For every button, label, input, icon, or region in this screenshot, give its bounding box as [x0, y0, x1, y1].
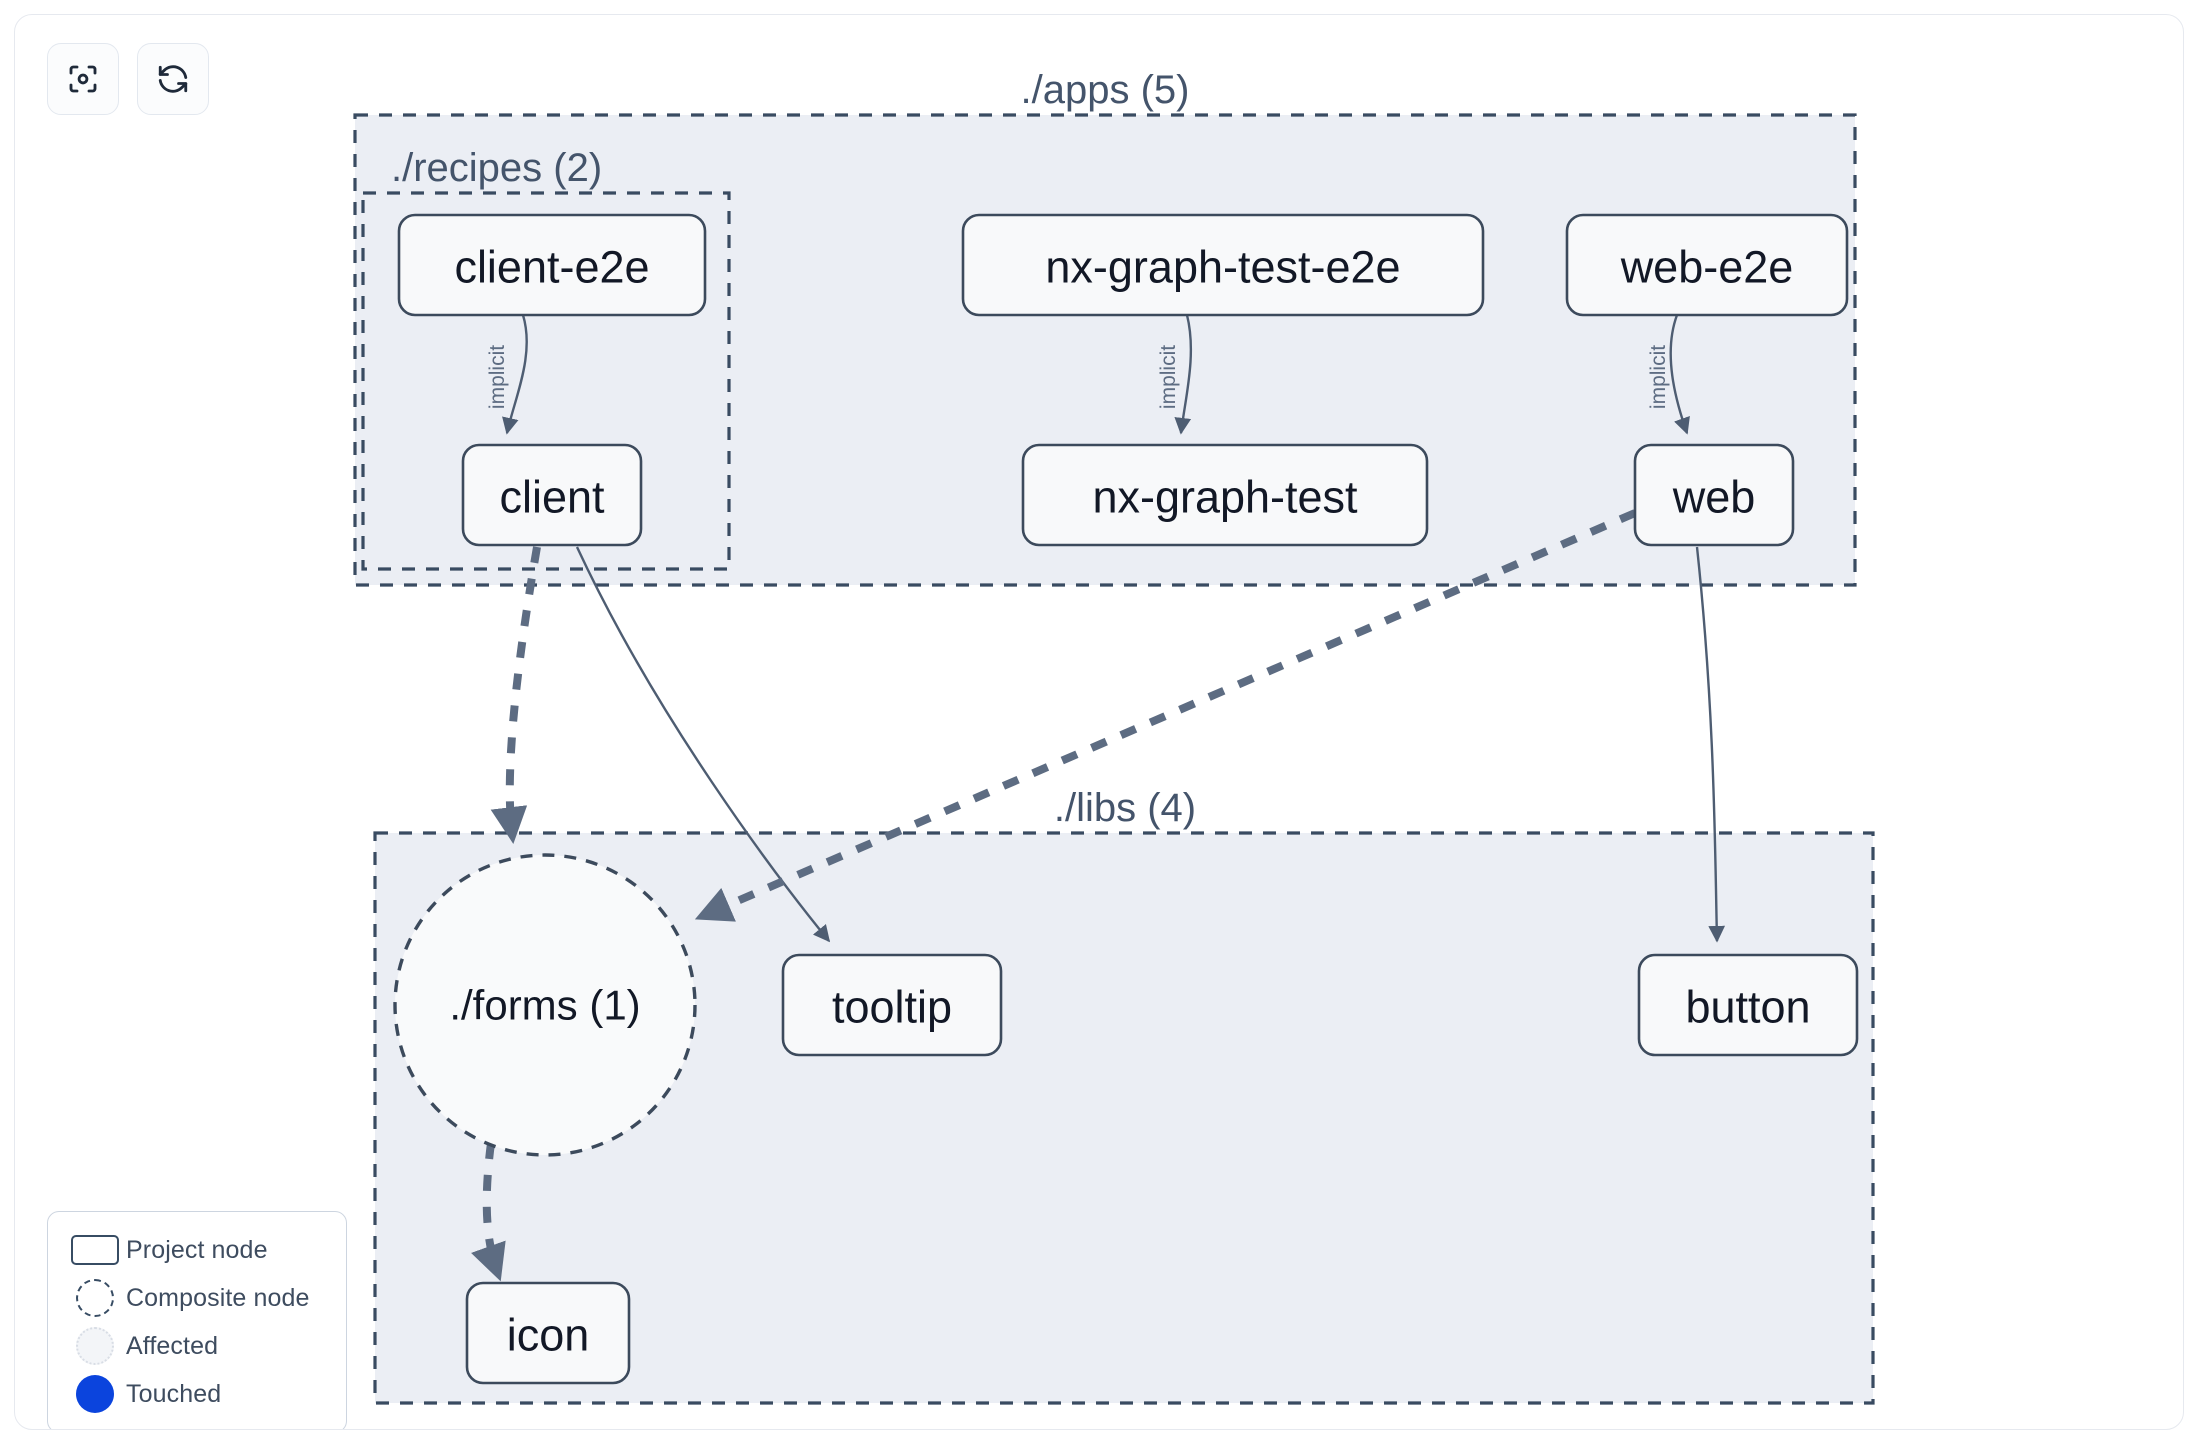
- node-label: nx-graph-test-e2e: [1045, 242, 1400, 293]
- legend-item-affected: Affected: [64, 1322, 328, 1370]
- group-recipes-label: ./recipes (2): [391, 146, 602, 190]
- node-shape: [397, 213, 707, 317]
- node-web-e2e[interactable]: web-e2e: [1565, 213, 1849, 317]
- focus-target-icon: [69, 65, 97, 93]
- node-label: button: [1685, 982, 1810, 1033]
- edge-path: [575, 546, 831, 943]
- edge-path: [490, 546, 541, 844]
- node-label: client: [499, 472, 605, 523]
- node-client-e2e[interactable]: client-e2e: [397, 213, 707, 317]
- legend-label: Touched: [126, 1379, 222, 1408]
- edge-path: [1695, 546, 1726, 943]
- focus-graph-button[interactable]: [47, 43, 119, 115]
- node-shape: [1633, 443, 1795, 547]
- legend-label: Composite node: [126, 1283, 310, 1312]
- edge-web-to-button[interactable]: [1695, 546, 1726, 943]
- edge-path: [1669, 314, 1690, 435]
- graph-legend: Project node Composite node Affected Tou…: [47, 1211, 347, 1429]
- node-shape: [1565, 213, 1849, 317]
- edge-path: [502, 314, 528, 435]
- node-label: nx-graph-test: [1092, 472, 1358, 523]
- edge-label-implicit: implicit: [486, 345, 509, 409]
- edge-client-to-forms[interactable]: [490, 546, 541, 844]
- legend-item-composite-node: Composite node: [64, 1274, 328, 1322]
- affected-node-icon: [64, 1327, 126, 1365]
- touched-node-icon: [64, 1375, 126, 1413]
- project-node-icon: [64, 1235, 126, 1265]
- edge-web-e2e-to-web[interactable]: implicit: [1647, 314, 1690, 435]
- edge-web-to-forms[interactable]: [694, 509, 1637, 922]
- edge-client-e2e-to-client[interactable]: implicit: [486, 314, 528, 435]
- node-label: ./forms (1): [449, 982, 640, 1029]
- edge-path: [694, 509, 1637, 922]
- composite-node-icon: [64, 1279, 126, 1317]
- edge-client-to-tooltip[interactable]: [575, 546, 831, 943]
- legend-item-touched: Touched: [64, 1370, 328, 1418]
- node-shape: [465, 1281, 631, 1385]
- node-shape: [1021, 443, 1429, 547]
- node-shape: [961, 213, 1485, 317]
- refresh-icon: [158, 65, 188, 93]
- node-web[interactable]: web: [1633, 443, 1795, 547]
- edge-label-implicit: implicit: [1647, 345, 1670, 409]
- refresh-graph-button[interactable]: [137, 43, 209, 115]
- edge-label-implicit: implicit: [1157, 345, 1180, 409]
- group-apps-label: ./apps (5): [1021, 68, 1190, 112]
- edge-path: [1174, 314, 1193, 435]
- legend-item-project-node: Project node: [64, 1226, 328, 1274]
- node-forms-composite[interactable]: ./forms (1): [393, 853, 697, 1157]
- legend-label: Project node: [126, 1235, 268, 1264]
- node-label: web: [1672, 472, 1756, 523]
- node-client[interactable]: client: [461, 443, 643, 547]
- edge-path: [471, 1142, 506, 1282]
- edge-forms-to-icon[interactable]: [471, 1142, 506, 1282]
- node-label: web-e2e: [1620, 242, 1794, 293]
- edge-nx-graph-test-e2e-to-nx-graph-test[interactable]: implicit: [1157, 314, 1193, 435]
- node-shape: [393, 853, 697, 1157]
- node-nx-graph-test[interactable]: nx-graph-test: [1021, 443, 1429, 547]
- node-shape: [1637, 953, 1859, 1057]
- project-graph-panel: ./apps (5) ./recipes (2) ./libs (4) impl…: [14, 14, 2184, 1430]
- node-label: icon: [507, 1310, 590, 1361]
- group-libs-label: ./libs (4): [1054, 786, 1196, 830]
- node-button[interactable]: button: [1637, 953, 1859, 1057]
- node-shape: [781, 953, 1003, 1057]
- node-label: client-e2e: [454, 242, 649, 293]
- project-graph-canvas[interactable]: ./apps (5) ./recipes (2) ./libs (4) impl…: [15, 15, 2184, 1430]
- legend-label: Affected: [126, 1331, 219, 1360]
- node-nx-graph-test-e2e[interactable]: nx-graph-test-e2e: [961, 213, 1485, 317]
- node-tooltip[interactable]: tooltip: [781, 953, 1003, 1057]
- node-icon[interactable]: icon: [465, 1281, 631, 1385]
- node-shape: [461, 443, 643, 547]
- graph-toolbar: [47, 43, 209, 115]
- node-label: tooltip: [832, 982, 952, 1033]
